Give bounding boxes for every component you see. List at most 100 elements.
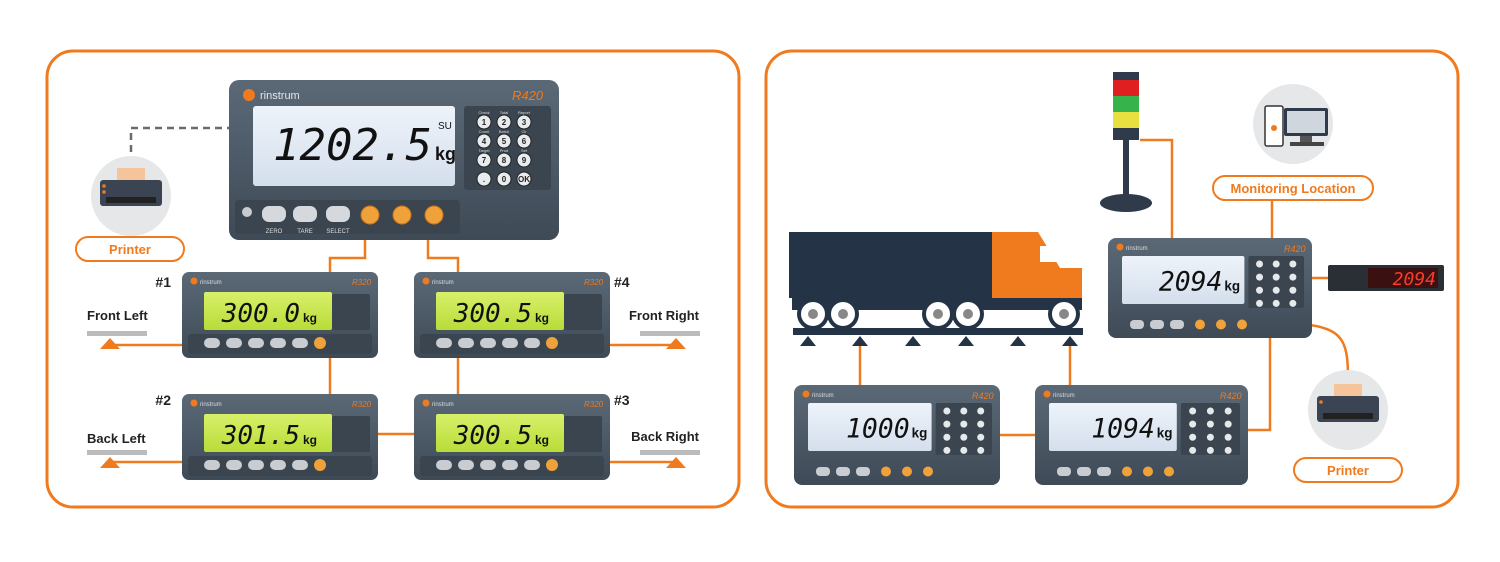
indicator-button[interactable]	[524, 338, 540, 348]
power-button[interactable]	[242, 207, 252, 217]
indicator-button[interactable]	[480, 338, 496, 348]
function-button[interactable]	[902, 466, 912, 477]
keypad-key[interactable]	[476, 171, 492, 187]
keypad-key[interactable]	[1224, 420, 1232, 428]
keypad-key[interactable]	[1224, 446, 1232, 454]
keypad-key[interactable]	[943, 433, 951, 441]
keypad-key[interactable]	[943, 407, 951, 415]
keypad-key[interactable]	[496, 133, 512, 149]
indicator-button[interactable]	[1077, 467, 1091, 476]
indicator-button[interactable]	[226, 338, 242, 348]
keypad-key[interactable]	[960, 446, 968, 454]
function-button[interactable]	[1143, 466, 1153, 477]
keypad: 1Check2Total3Report4Count5Batch6Clr7Targ…	[476, 110, 532, 187]
keypad-key[interactable]	[1206, 433, 1214, 441]
soft-key[interactable]	[392, 205, 412, 225]
keypad-key[interactable]	[960, 420, 968, 428]
keypad-key[interactable]	[476, 152, 492, 168]
function-button[interactable]	[546, 459, 558, 471]
indicator-button[interactable]	[270, 460, 286, 470]
indicator-button[interactable]	[524, 460, 540, 470]
indicator-button[interactable]	[1057, 467, 1071, 476]
indicator-button[interactable]	[816, 467, 830, 476]
function-button[interactable]	[1122, 466, 1132, 477]
keypad-key[interactable]	[1224, 433, 1232, 441]
keypad-key[interactable]	[1289, 260, 1297, 268]
indicator-button[interactable]	[248, 460, 264, 470]
keypad-key[interactable]	[1256, 286, 1264, 294]
indicator-button[interactable]	[204, 338, 220, 348]
keypad-key[interactable]	[496, 152, 512, 168]
keypad-key[interactable]	[960, 407, 968, 415]
function-button[interactable]	[546, 337, 558, 349]
indicator-button[interactable]	[248, 338, 264, 348]
function-button[interactable]	[923, 466, 933, 477]
function-button[interactable]	[881, 466, 891, 477]
indicator-button[interactable]	[1150, 320, 1164, 329]
indicator-button[interactable]	[436, 338, 452, 348]
indicator-button[interactable]	[458, 460, 474, 470]
keypad-key[interactable]	[977, 420, 985, 428]
keypad-key[interactable]	[960, 433, 968, 441]
function-key[interactable]	[293, 206, 317, 222]
function-button[interactable]	[1237, 319, 1247, 330]
indicator-button[interactable]	[292, 460, 308, 470]
right-connection-lines	[858, 138, 1350, 437]
function-button[interactable]	[1195, 319, 1205, 330]
indicator-button[interactable]	[1130, 320, 1144, 329]
keypad-key[interactable]	[496, 114, 512, 130]
keypad-key[interactable]	[1206, 420, 1214, 428]
indicator-button[interactable]	[1170, 320, 1184, 329]
keypad-key[interactable]	[1289, 286, 1297, 294]
indicator-button[interactable]	[270, 338, 286, 348]
indicator-button[interactable]	[436, 460, 452, 470]
keypad-key[interactable]	[1272, 273, 1280, 281]
soft-key[interactable]	[360, 205, 380, 225]
indicator-button[interactable]	[856, 467, 870, 476]
keypad-key[interactable]	[516, 114, 532, 130]
keypad-key[interactable]	[1224, 407, 1232, 415]
indicator-button[interactable]	[836, 467, 850, 476]
indicator-button[interactable]	[458, 338, 474, 348]
keypad-key[interactable]	[1272, 299, 1280, 307]
function-key[interactable]	[262, 206, 286, 222]
indicator-button[interactable]	[226, 460, 242, 470]
keypad-key[interactable]	[516, 152, 532, 168]
keypad-key[interactable]	[1206, 446, 1214, 454]
keypad-key[interactable]	[943, 446, 951, 454]
keypad-key[interactable]	[1272, 260, 1280, 268]
indicator-button[interactable]	[204, 460, 220, 470]
function-button[interactable]	[314, 459, 326, 471]
indicator-button[interactable]	[502, 460, 518, 470]
indicator-button[interactable]	[292, 338, 308, 348]
keypad-key[interactable]	[1256, 273, 1264, 281]
indicator-button[interactable]	[480, 460, 496, 470]
keypad-key[interactable]	[516, 133, 532, 149]
keypad-key[interactable]	[476, 133, 492, 149]
keypad-key[interactable]	[1189, 420, 1197, 428]
keypad-key[interactable]	[1189, 433, 1197, 441]
indicator-button[interactable]	[502, 338, 518, 348]
indicator-button[interactable]	[1097, 467, 1111, 476]
keypad-key[interactable]	[977, 407, 985, 415]
keypad-key[interactable]	[1256, 260, 1264, 268]
keypad-key[interactable]	[516, 171, 532, 187]
keypad-key[interactable]	[943, 420, 951, 428]
keypad-key[interactable]	[1189, 407, 1197, 415]
keypad-key[interactable]	[1206, 407, 1214, 415]
keypad-key[interactable]	[977, 433, 985, 441]
function-key[interactable]	[326, 206, 350, 222]
keypad-key[interactable]	[496, 171, 512, 187]
function-button[interactable]	[1216, 319, 1226, 330]
function-button[interactable]	[314, 337, 326, 349]
keypad-key[interactable]	[1289, 299, 1297, 307]
keypad-key[interactable]	[476, 114, 492, 130]
keypad-key[interactable]	[1272, 286, 1280, 294]
keypad-key[interactable]	[1189, 446, 1197, 454]
soft-key[interactable]	[424, 205, 444, 225]
keypad-key[interactable]	[1256, 299, 1264, 307]
keypad-key-digit: OK	[518, 175, 530, 184]
function-button[interactable]	[1164, 466, 1174, 477]
keypad-key[interactable]	[1289, 273, 1297, 281]
keypad-key[interactable]	[977, 446, 985, 454]
